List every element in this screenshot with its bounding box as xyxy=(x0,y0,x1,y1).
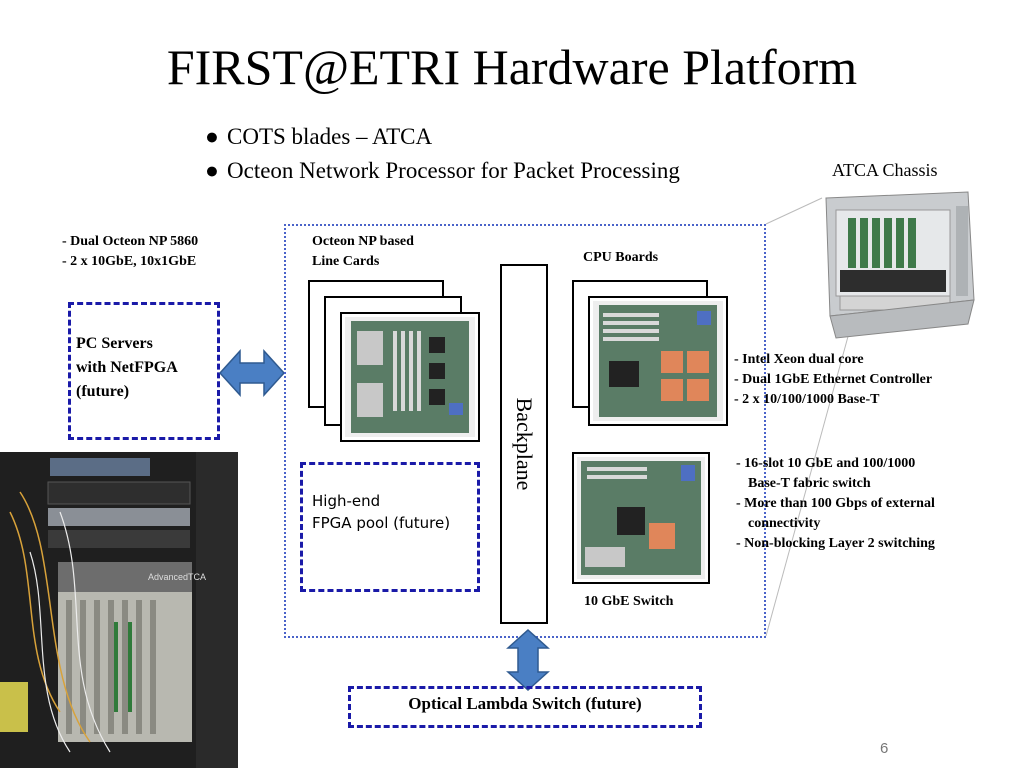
rack-photo: AdvancedTCA xyxy=(0,452,238,768)
octeon-specs: - Dual Octeon NP 5860 - 2 x 10GbE, 10x1G… xyxy=(62,234,199,269)
octeon-board-photo xyxy=(345,317,475,437)
atca-chassis-photo xyxy=(825,191,975,339)
cpu-boards-label: CPU Boards xyxy=(583,250,659,265)
slide-title: FIRST@ETRI Hardware Platform xyxy=(166,39,858,95)
switch-card xyxy=(572,452,710,584)
rack-brand-text: AdvancedTCA xyxy=(148,572,206,582)
cpu-specs: - Intel Xeon dual core - Dual 1GbE Ether… xyxy=(734,352,933,407)
page-number: 6 xyxy=(880,740,889,757)
fpga-pool-label: High-end FPGA pool (future) xyxy=(312,492,451,532)
cpu-card-front xyxy=(588,296,728,426)
bullet-item: ●COTS blades – ATCA xyxy=(205,120,680,154)
cpu-board-photo xyxy=(593,301,723,421)
line-card-front xyxy=(340,312,480,442)
double-arrow-vertical-icon xyxy=(506,628,550,692)
switch-label: 10 GbE Switch xyxy=(584,594,674,609)
chassis-label: ATCA Chassis xyxy=(832,160,938,180)
backplane: Backplane xyxy=(500,264,548,624)
pc-servers-box xyxy=(68,302,220,440)
fpga-pool-box xyxy=(300,462,480,592)
switch-specs: - 16-slot 10 GbE and 100/1000 Base-T fab… xyxy=(736,456,935,551)
bullet-dot-icon: ● xyxy=(205,124,219,149)
optical-switch-box xyxy=(348,686,702,728)
switch-board-photo xyxy=(577,457,705,579)
double-arrow-horizontal-icon xyxy=(218,349,286,397)
optical-switch-label: Optical Lambda Switch (future) xyxy=(408,694,642,713)
pc-servers-label: PC Servers with NetFPGA (future) xyxy=(76,335,178,400)
bullet-dot-icon: ● xyxy=(205,158,219,183)
bullet-item: ●Octeon Network Processor for Packet Pro… xyxy=(205,154,680,188)
bullet-list: ●COTS blades – ATCA ●Octeon Network Proc… xyxy=(205,120,680,188)
octeon-line-cards-label: Octeon NP based Line Cards xyxy=(312,234,414,269)
